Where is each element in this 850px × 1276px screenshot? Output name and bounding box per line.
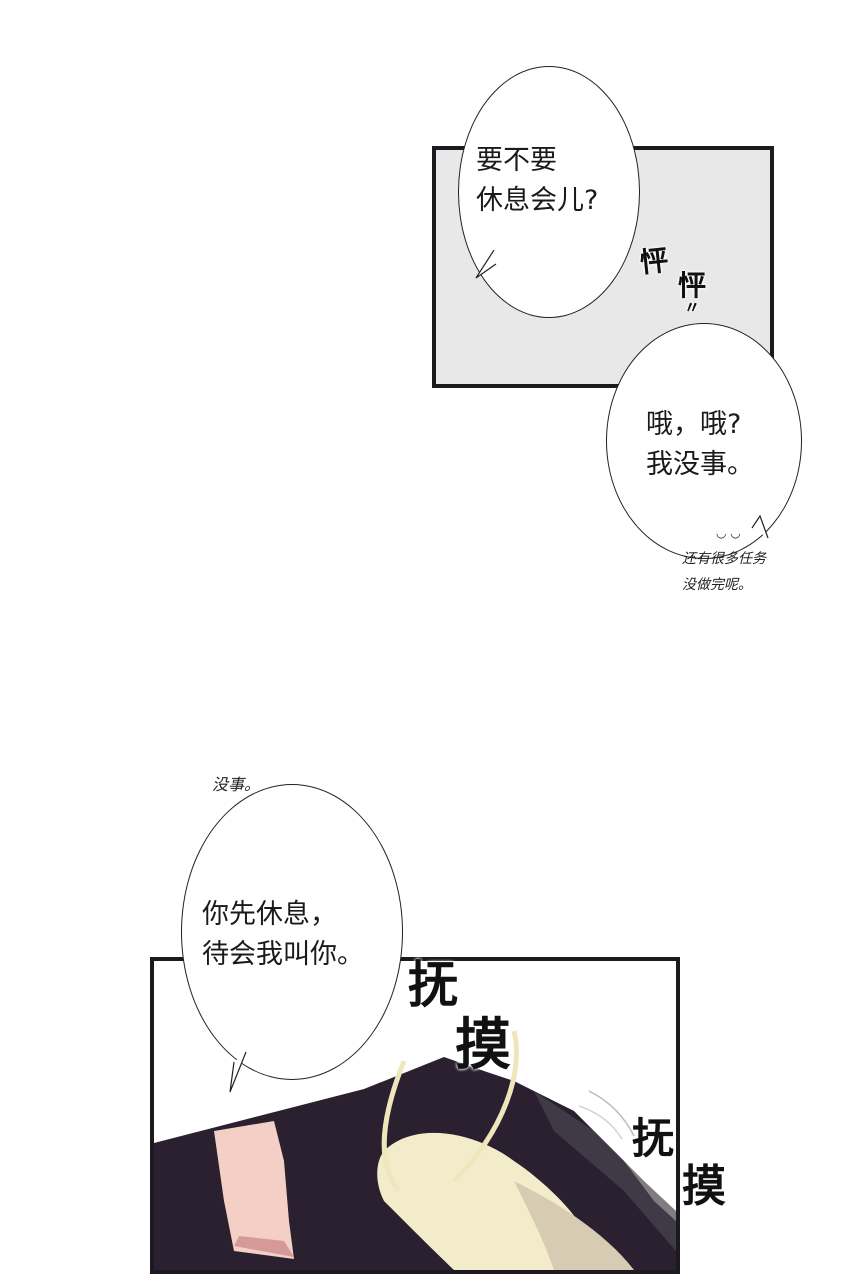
bubble-tail-icon xyxy=(229,1052,247,1093)
bubble-tail-icon xyxy=(751,514,769,539)
sfx-pat-2: 怦 xyxy=(678,269,707,302)
aside-text-tasks: 还有很多任务 没做完呢。 xyxy=(682,551,766,593)
speech-bubble-rest-question xyxy=(458,66,640,318)
bubble-text-rest-first: 你先休息， 待会我叫你。 xyxy=(202,899,364,970)
sfx-stroke-2a: 抚 xyxy=(632,1114,675,1163)
sfx-pat-mark: 〃 xyxy=(684,298,701,317)
bubble-text-rest-question: 要不要 休息会儿? xyxy=(476,145,599,216)
sfx-stroke-2b: 摸 xyxy=(682,1161,726,1212)
aside-face: ◡ ◡ xyxy=(716,526,741,540)
aside-text-no-problem: 没事。 xyxy=(212,775,261,794)
speech-bubble-rest-first xyxy=(181,784,403,1080)
bubble-tail-icon xyxy=(475,250,497,279)
sfx-stroke-1b: 摸 xyxy=(455,1012,511,1078)
bubble-text-im-fine: 哦，哦? 我没事。 xyxy=(646,409,754,480)
speech-bubble-im-fine xyxy=(606,323,802,559)
illustration-head-pat xyxy=(154,1030,676,1270)
sfx-pat-1: 怦 xyxy=(638,243,670,280)
sfx-stroke-1a: 抚 xyxy=(408,955,458,1014)
